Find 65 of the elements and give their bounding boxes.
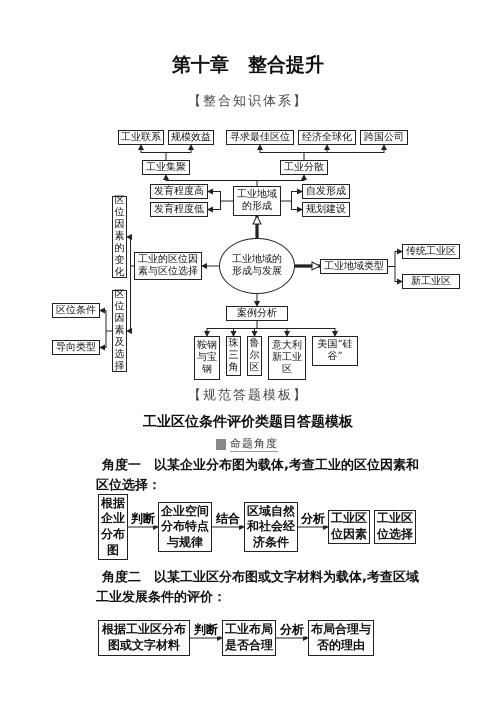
arrow	[207, 200, 234, 212]
arrow	[295, 262, 320, 270]
arrow	[201, 263, 220, 269]
concept-box: 导向类型	[52, 340, 100, 355]
concept-box: 工业地域的形成	[233, 186, 281, 216]
subheading: 工业区位条件评价类题目答题模板	[142, 413, 354, 432]
concept-box: 经济全球化	[298, 130, 356, 145]
concept-box: 发育程度低	[150, 202, 208, 217]
concept-box: 工业联系	[118, 130, 164, 145]
concept-box: 区位因素的变化	[112, 196, 127, 278]
concept-box: 发育程度高	[150, 184, 208, 199]
arrow	[99, 330, 112, 350]
concept-box: 区位因素及选择	[112, 290, 127, 372]
edge-label: 分析	[300, 512, 326, 526]
concept-box: 工业区位选择	[374, 510, 416, 544]
concept-box: 美国“硅谷”	[312, 336, 358, 366]
question-text: 角度一 以某企业分布图为载体,考查工业的区位因素和区位选择：	[96, 456, 420, 496]
topic-ellipse: 工业地域的形成与发展	[219, 238, 295, 294]
arrow	[298, 524, 329, 530]
concept-box: 鞍钢与宝钢	[194, 336, 220, 380]
concept-box: 新工业区	[402, 274, 460, 289]
page-title: 第十章 整合提升	[171, 53, 325, 78]
concept-box: 案例分析	[226, 306, 288, 321]
arrow	[276, 635, 309, 641]
concept-box: 规划建设	[302, 202, 350, 217]
concept-box: 寻求最佳区位	[226, 130, 294, 145]
concept-box: 企业空间分布特点与规律	[158, 502, 212, 552]
section-heading: 【规范答题模板】	[187, 387, 309, 405]
arrow	[304, 144, 387, 160]
concept-box: 鲁尔区	[247, 336, 262, 376]
concept-box: 根据工业区分布图或文字材料	[98, 620, 190, 656]
concept-box: 工业布局是否合理	[222, 620, 276, 656]
concept-box: 自发形成	[302, 184, 350, 199]
edge-label: 分析	[279, 622, 305, 637]
concept-box: 根据企业分布图	[98, 494, 128, 560]
arrow	[190, 635, 223, 641]
concept-box: 工业地域类型	[320, 259, 388, 274]
concept-box: 区位条件	[52, 303, 100, 318]
section-tag: 命题角度	[230, 436, 278, 452]
arrow	[126, 266, 134, 334]
arrow	[252, 216, 262, 238]
edge-label: 判断	[130, 512, 156, 526]
arrow	[388, 266, 403, 284]
concept-box: 工业区位因素	[328, 510, 370, 544]
arrow	[256, 320, 338, 337]
section-heading: 【整合知识体系】	[187, 93, 309, 111]
concept-box: 跨国公司	[360, 130, 408, 145]
concept-box: 工业分散	[280, 160, 328, 175]
concept-box: 工业的区位因素与区位选择	[134, 252, 202, 280]
arrow	[166, 144, 194, 160]
arrow	[280, 200, 303, 212]
edge-label: 判断	[193, 622, 219, 637]
arrow	[128, 524, 159, 530]
concept-box: 工业集聚	[142, 160, 190, 175]
arrow	[254, 294, 260, 307]
concept-box: 意大利新工业区	[268, 336, 306, 380]
concept-box: 区域自然和社会经济条件	[244, 502, 298, 552]
concept-box: 传统工业区	[402, 244, 460, 259]
arrow	[212, 524, 245, 530]
concept-box: 珠三角	[226, 336, 241, 376]
question-text: 角度二 以某工业区分布图或文字材料为载体,考查区域工业发展条件的评价：	[96, 568, 420, 608]
concept-box: 规模效益	[168, 130, 214, 145]
concept-box: 布局合理与否的理由	[308, 620, 374, 656]
edge-label: 结合	[215, 512, 241, 526]
arrow	[126, 234, 134, 266]
